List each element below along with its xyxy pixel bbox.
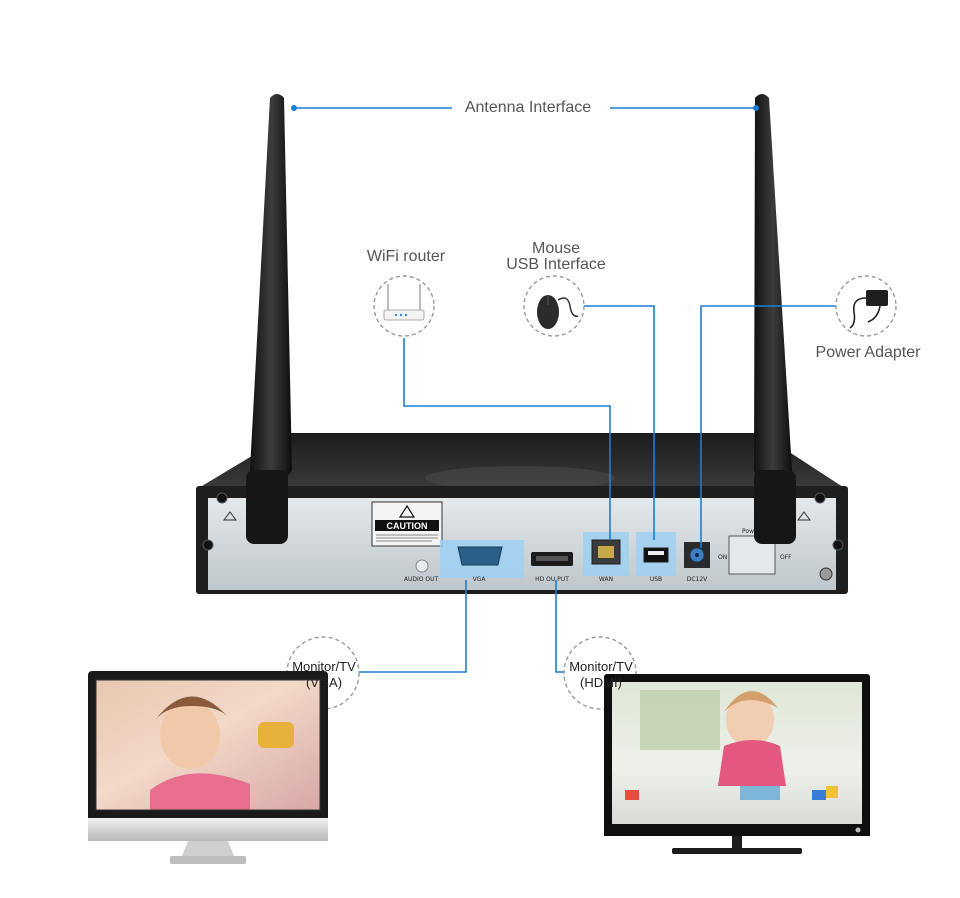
tv-neck bbox=[732, 836, 742, 848]
screw bbox=[202, 539, 214, 551]
monitor-neck bbox=[182, 841, 234, 856]
off-label: OFF bbox=[780, 554, 792, 561]
monitor-vga-sublabel: (VGA) bbox=[306, 675, 342, 690]
wan-port bbox=[591, 539, 621, 565]
tv-stand bbox=[672, 848, 802, 854]
wan-label: WAN bbox=[599, 576, 613, 583]
antenna-mount-icon bbox=[797, 511, 811, 521]
power-label: Power bbox=[742, 528, 761, 535]
dc12v-label: DC12V bbox=[687, 576, 708, 583]
usb-label: USB bbox=[650, 576, 662, 583]
monitor-hdmi-sublabel: (HDMI) bbox=[580, 675, 622, 690]
caution-text: CAUTION bbox=[387, 521, 428, 531]
antenna-icon bbox=[754, 94, 792, 478]
antenna-left bbox=[246, 94, 292, 544]
usb-line bbox=[584, 305, 655, 540]
on-label: ON bbox=[718, 554, 727, 561]
audio-out-port bbox=[415, 559, 429, 573]
mouse-label: Mouse bbox=[532, 240, 580, 257]
antenna-base bbox=[754, 470, 796, 544]
antenna-mount-icon bbox=[223, 511, 237, 521]
power-adapter-circle bbox=[835, 275, 897, 337]
hdmi-line bbox=[555, 580, 566, 673]
caution-bar bbox=[375, 520, 439, 531]
wifi-router-label: WiFi router bbox=[367, 248, 446, 265]
antenna-right bbox=[754, 94, 796, 544]
wifi-router-icon bbox=[383, 284, 425, 321]
connector-lines bbox=[294, 107, 838, 673]
tv-icon bbox=[604, 674, 870, 854]
warning-icon bbox=[398, 504, 416, 518]
antenna-interface-label: Antenna Interface bbox=[465, 99, 591, 116]
screw bbox=[216, 492, 228, 504]
screw bbox=[832, 539, 844, 551]
nvr-device: CAUTION AUDIO OUT VGA HD OU PUT WAN USB … bbox=[196, 433, 848, 594]
vga-label: VGA bbox=[473, 576, 487, 583]
monitor-stand bbox=[170, 856, 246, 864]
wifi-router-circle bbox=[373, 275, 435, 337]
screw bbox=[814, 492, 826, 504]
power-adapter-icon bbox=[849, 290, 888, 329]
device-top bbox=[197, 433, 846, 489]
antenna-base bbox=[246, 470, 288, 544]
vga-port bbox=[457, 546, 503, 566]
usb-interface-label: USB Interface bbox=[506, 256, 606, 273]
audio-out-label: AUDIO OUT bbox=[404, 576, 439, 583]
monitor-icon bbox=[88, 671, 328, 864]
power-adapter-label: Power Adapter bbox=[816, 344, 922, 361]
monitor-chin bbox=[88, 818, 328, 841]
vga-line bbox=[357, 580, 467, 673]
wifi-line bbox=[403, 338, 611, 540]
hdmi-label: HD OU PUT bbox=[535, 576, 569, 583]
ground-screw bbox=[819, 567, 833, 581]
monitor-hdmi-label: Monitor/TV bbox=[569, 659, 633, 674]
antenna-icon bbox=[250, 94, 292, 478]
mouse-icon bbox=[537, 295, 579, 329]
device-top-reflection bbox=[425, 466, 615, 490]
power-line bbox=[700, 305, 838, 548]
monitor-vga-label: Monitor/TV bbox=[292, 659, 356, 674]
